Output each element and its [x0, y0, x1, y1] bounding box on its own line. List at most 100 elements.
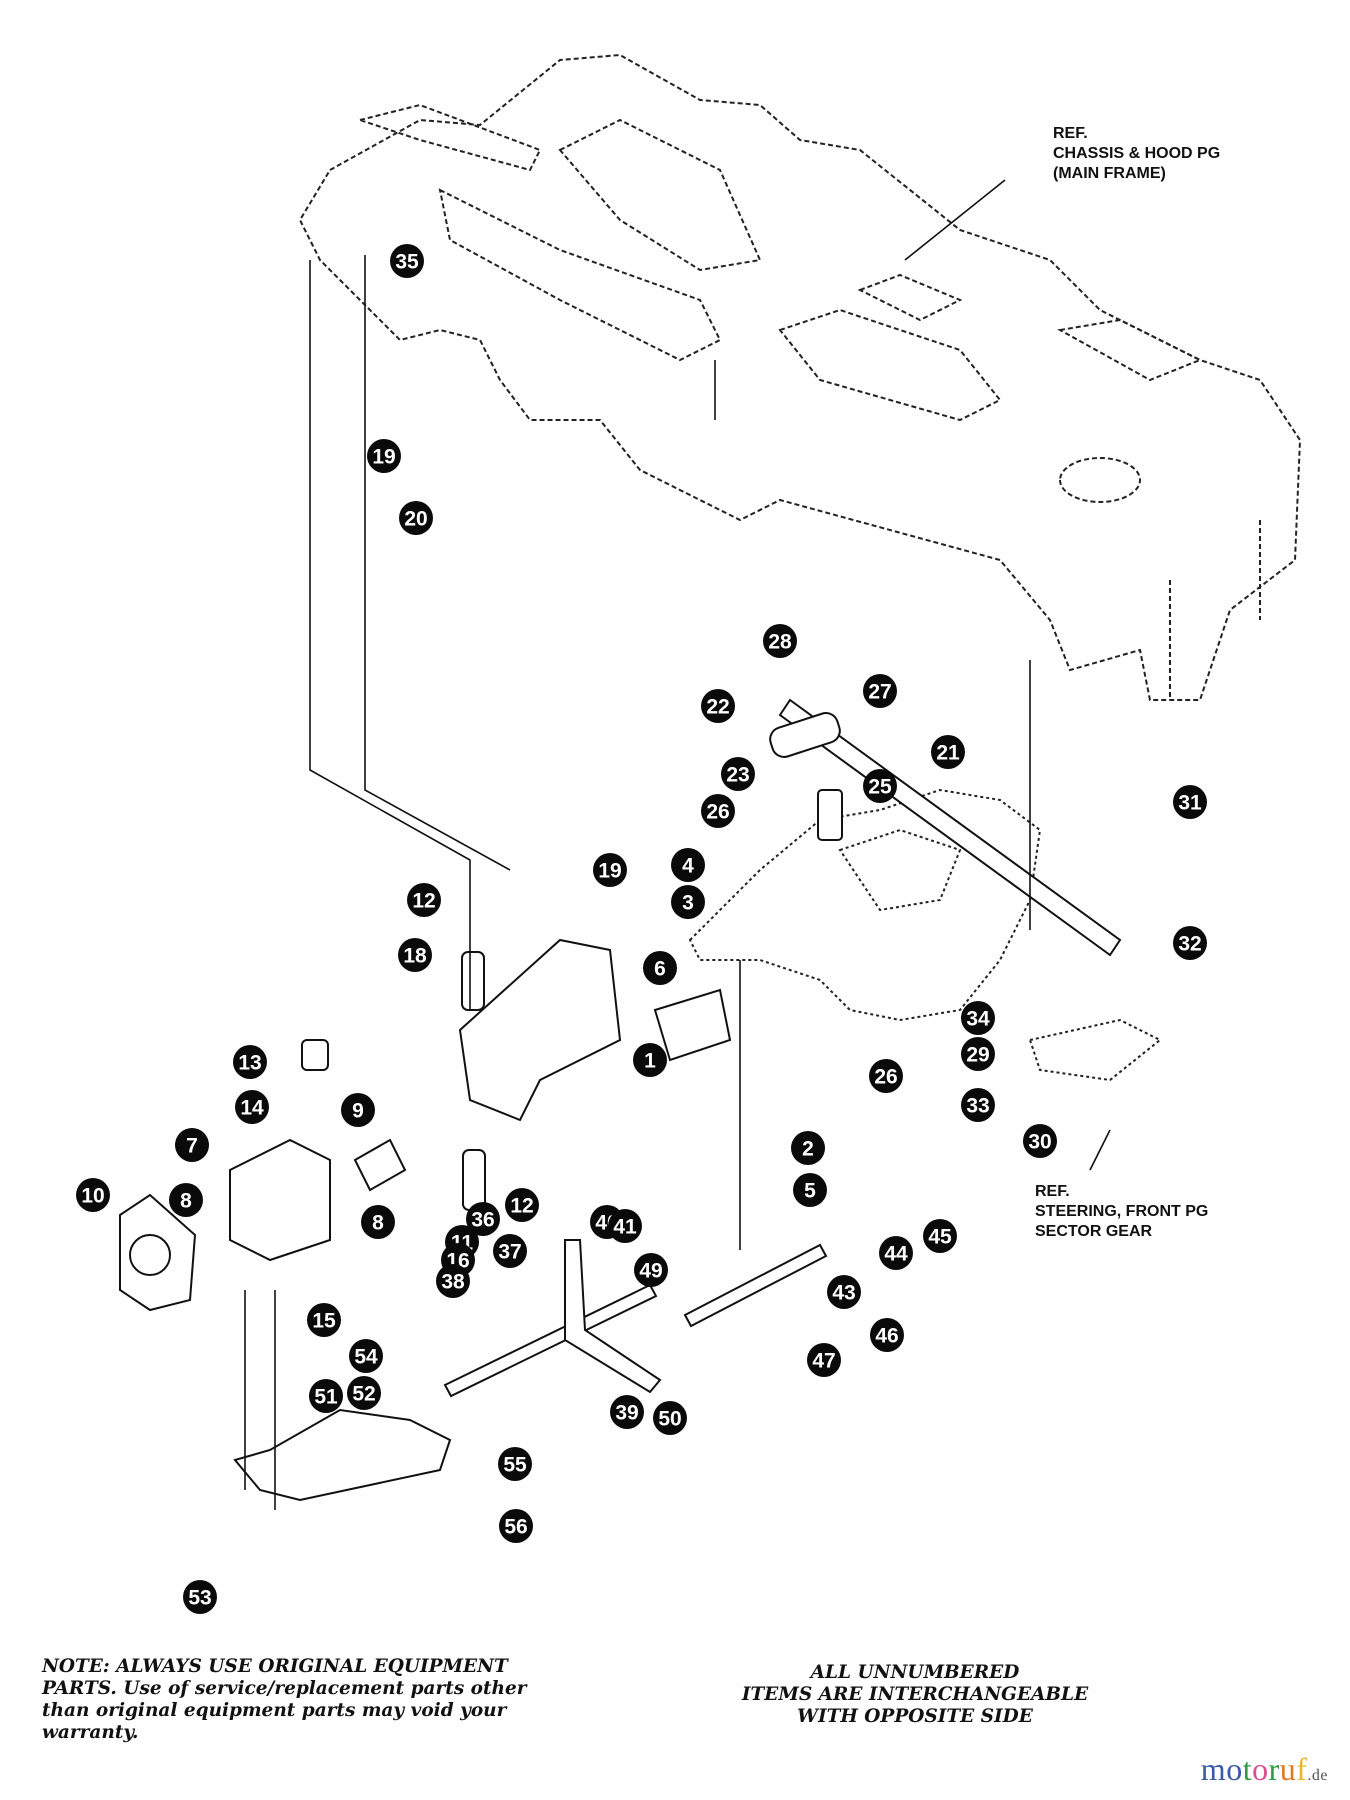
callout-51: 51 [309, 1379, 343, 1413]
callout-circle [505, 1188, 539, 1222]
callout-number: 34 [966, 1008, 990, 1031]
callout-circle [643, 951, 677, 985]
callout-circle [593, 853, 627, 887]
callout-circle [349, 1339, 383, 1373]
callout-19: 19 [367, 439, 401, 473]
callout-number: 51 [314, 1386, 338, 1409]
gearbox [229, 1138, 331, 1262]
callout-circle [347, 1376, 381, 1410]
callout-number: 23 [726, 764, 749, 787]
callout-9: 9 [341, 1093, 375, 1127]
callout-number: 30 [1028, 1131, 1051, 1154]
callout-circle [76, 1178, 110, 1212]
callout-56: 56 [499, 1509, 533, 1543]
callout-number: 38 [441, 1271, 465, 1294]
callout-circle [169, 1183, 203, 1217]
callout-6: 6 [643, 951, 677, 985]
callout-number: 53 [188, 1587, 211, 1610]
callout-circle [634, 1253, 668, 1287]
callout-circle [961, 1037, 995, 1071]
callout-circle [793, 1173, 827, 1207]
callout-circle [701, 794, 735, 828]
guide-lines [244, 179, 1111, 1510]
callout-number: 52 [352, 1383, 375, 1406]
callout-number: 8 [372, 1212, 384, 1235]
callout-number: 50 [658, 1408, 681, 1431]
callout-number: 27 [868, 681, 891, 704]
callout-circle [367, 439, 401, 473]
callout-number: 36 [471, 1209, 494, 1232]
callout-30: 30 [1023, 1124, 1057, 1158]
callout-10: 10 [76, 1178, 110, 1212]
callout-circle [361, 1205, 395, 1239]
callout-number: 20 [404, 508, 427, 531]
callout-36: 36 [466, 1202, 500, 1236]
callout-number: 28 [768, 631, 792, 654]
callout-35: 35 [390, 244, 424, 278]
ref-chassis-line-2: CHASSIS & HOOD PG [1053, 145, 1221, 162]
callout-12: 12 [505, 1188, 539, 1222]
callout-32: 32 [1173, 926, 1207, 960]
callout-circle [791, 1131, 825, 1165]
callout-number: 25 [868, 776, 892, 799]
callout-circle [653, 1401, 687, 1435]
callout-38: 38 [436, 1264, 470, 1298]
callout-circle [610, 1395, 644, 1429]
callout-circle [869, 1059, 903, 1093]
watermark-letter: o [1252, 1751, 1269, 1787]
callout-49: 49 [634, 1253, 668, 1287]
callout-26: 26 [869, 1059, 903, 1093]
callout-15: 15 [307, 1303, 341, 1337]
callout-number: 19 [598, 860, 621, 883]
callout-23: 23 [721, 757, 755, 791]
callout-circle [721, 757, 755, 791]
callout-number: 35 [395, 251, 419, 274]
callout-number: 19 [372, 446, 395, 469]
callout-number: 32 [1178, 933, 1201, 956]
callout-number: 14 [240, 1097, 264, 1120]
callout-44: 44 [879, 1236, 913, 1270]
callout-number: 47 [812, 1350, 835, 1373]
callout-number: 26 [706, 801, 729, 824]
callout-18: 18 [398, 938, 432, 972]
callout-19: 19 [593, 853, 627, 887]
oem-parts-note: NOTE: ALWAYS USE ORIGINAL EQUIPMENT PART… [42, 1656, 527, 1744]
callout-circle [399, 501, 433, 535]
callout-circle [863, 769, 897, 803]
callout-circle [466, 1202, 500, 1236]
callout-circle [436, 1264, 470, 1298]
ref-chassis-line-1: REF. [1053, 125, 1088, 142]
callout-number: 12 [510, 1195, 533, 1218]
callout-45: 45 [923, 1219, 957, 1253]
callout-5: 5 [793, 1173, 827, 1207]
callout-number: 41 [613, 1216, 637, 1239]
callout-circle [1173, 785, 1207, 819]
watermark-letter: t [1242, 1751, 1253, 1787]
callout-47: 47 [807, 1343, 841, 1377]
callout-28: 28 [763, 624, 797, 658]
callout-number: 29 [966, 1044, 989, 1067]
callout-33: 33 [961, 1088, 995, 1122]
pivot-pin-upper [461, 951, 485, 1011]
callout-number: 44 [884, 1243, 908, 1266]
callout-circle [493, 1234, 527, 1268]
callout-39: 39 [610, 1395, 644, 1429]
callout-circle [701, 689, 735, 723]
callout-circle [498, 1447, 532, 1481]
callout-number: 56 [504, 1516, 527, 1539]
callout-25: 25 [863, 769, 897, 803]
ref-chassis-line-3: (MAIN FRAME) [1053, 165, 1166, 182]
transaxle-housing [688, 788, 1162, 1082]
unnumbered-note-line-3: WITH OPPOSITE SIDE [797, 1706, 1033, 1727]
callout-number: 49 [639, 1260, 662, 1283]
callout-54: 54 [349, 1339, 383, 1373]
callout-number: 45 [928, 1226, 952, 1249]
callout-43: 43 [827, 1275, 861, 1309]
callout-circle [923, 1219, 957, 1253]
callout-55: 55 [498, 1447, 532, 1481]
callout-circle [879, 1236, 913, 1270]
callout-26: 26 [701, 794, 735, 828]
bushing [301, 1039, 329, 1071]
watermark-letter: f [1296, 1751, 1308, 1787]
callout-1: 1 [633, 1043, 667, 1077]
